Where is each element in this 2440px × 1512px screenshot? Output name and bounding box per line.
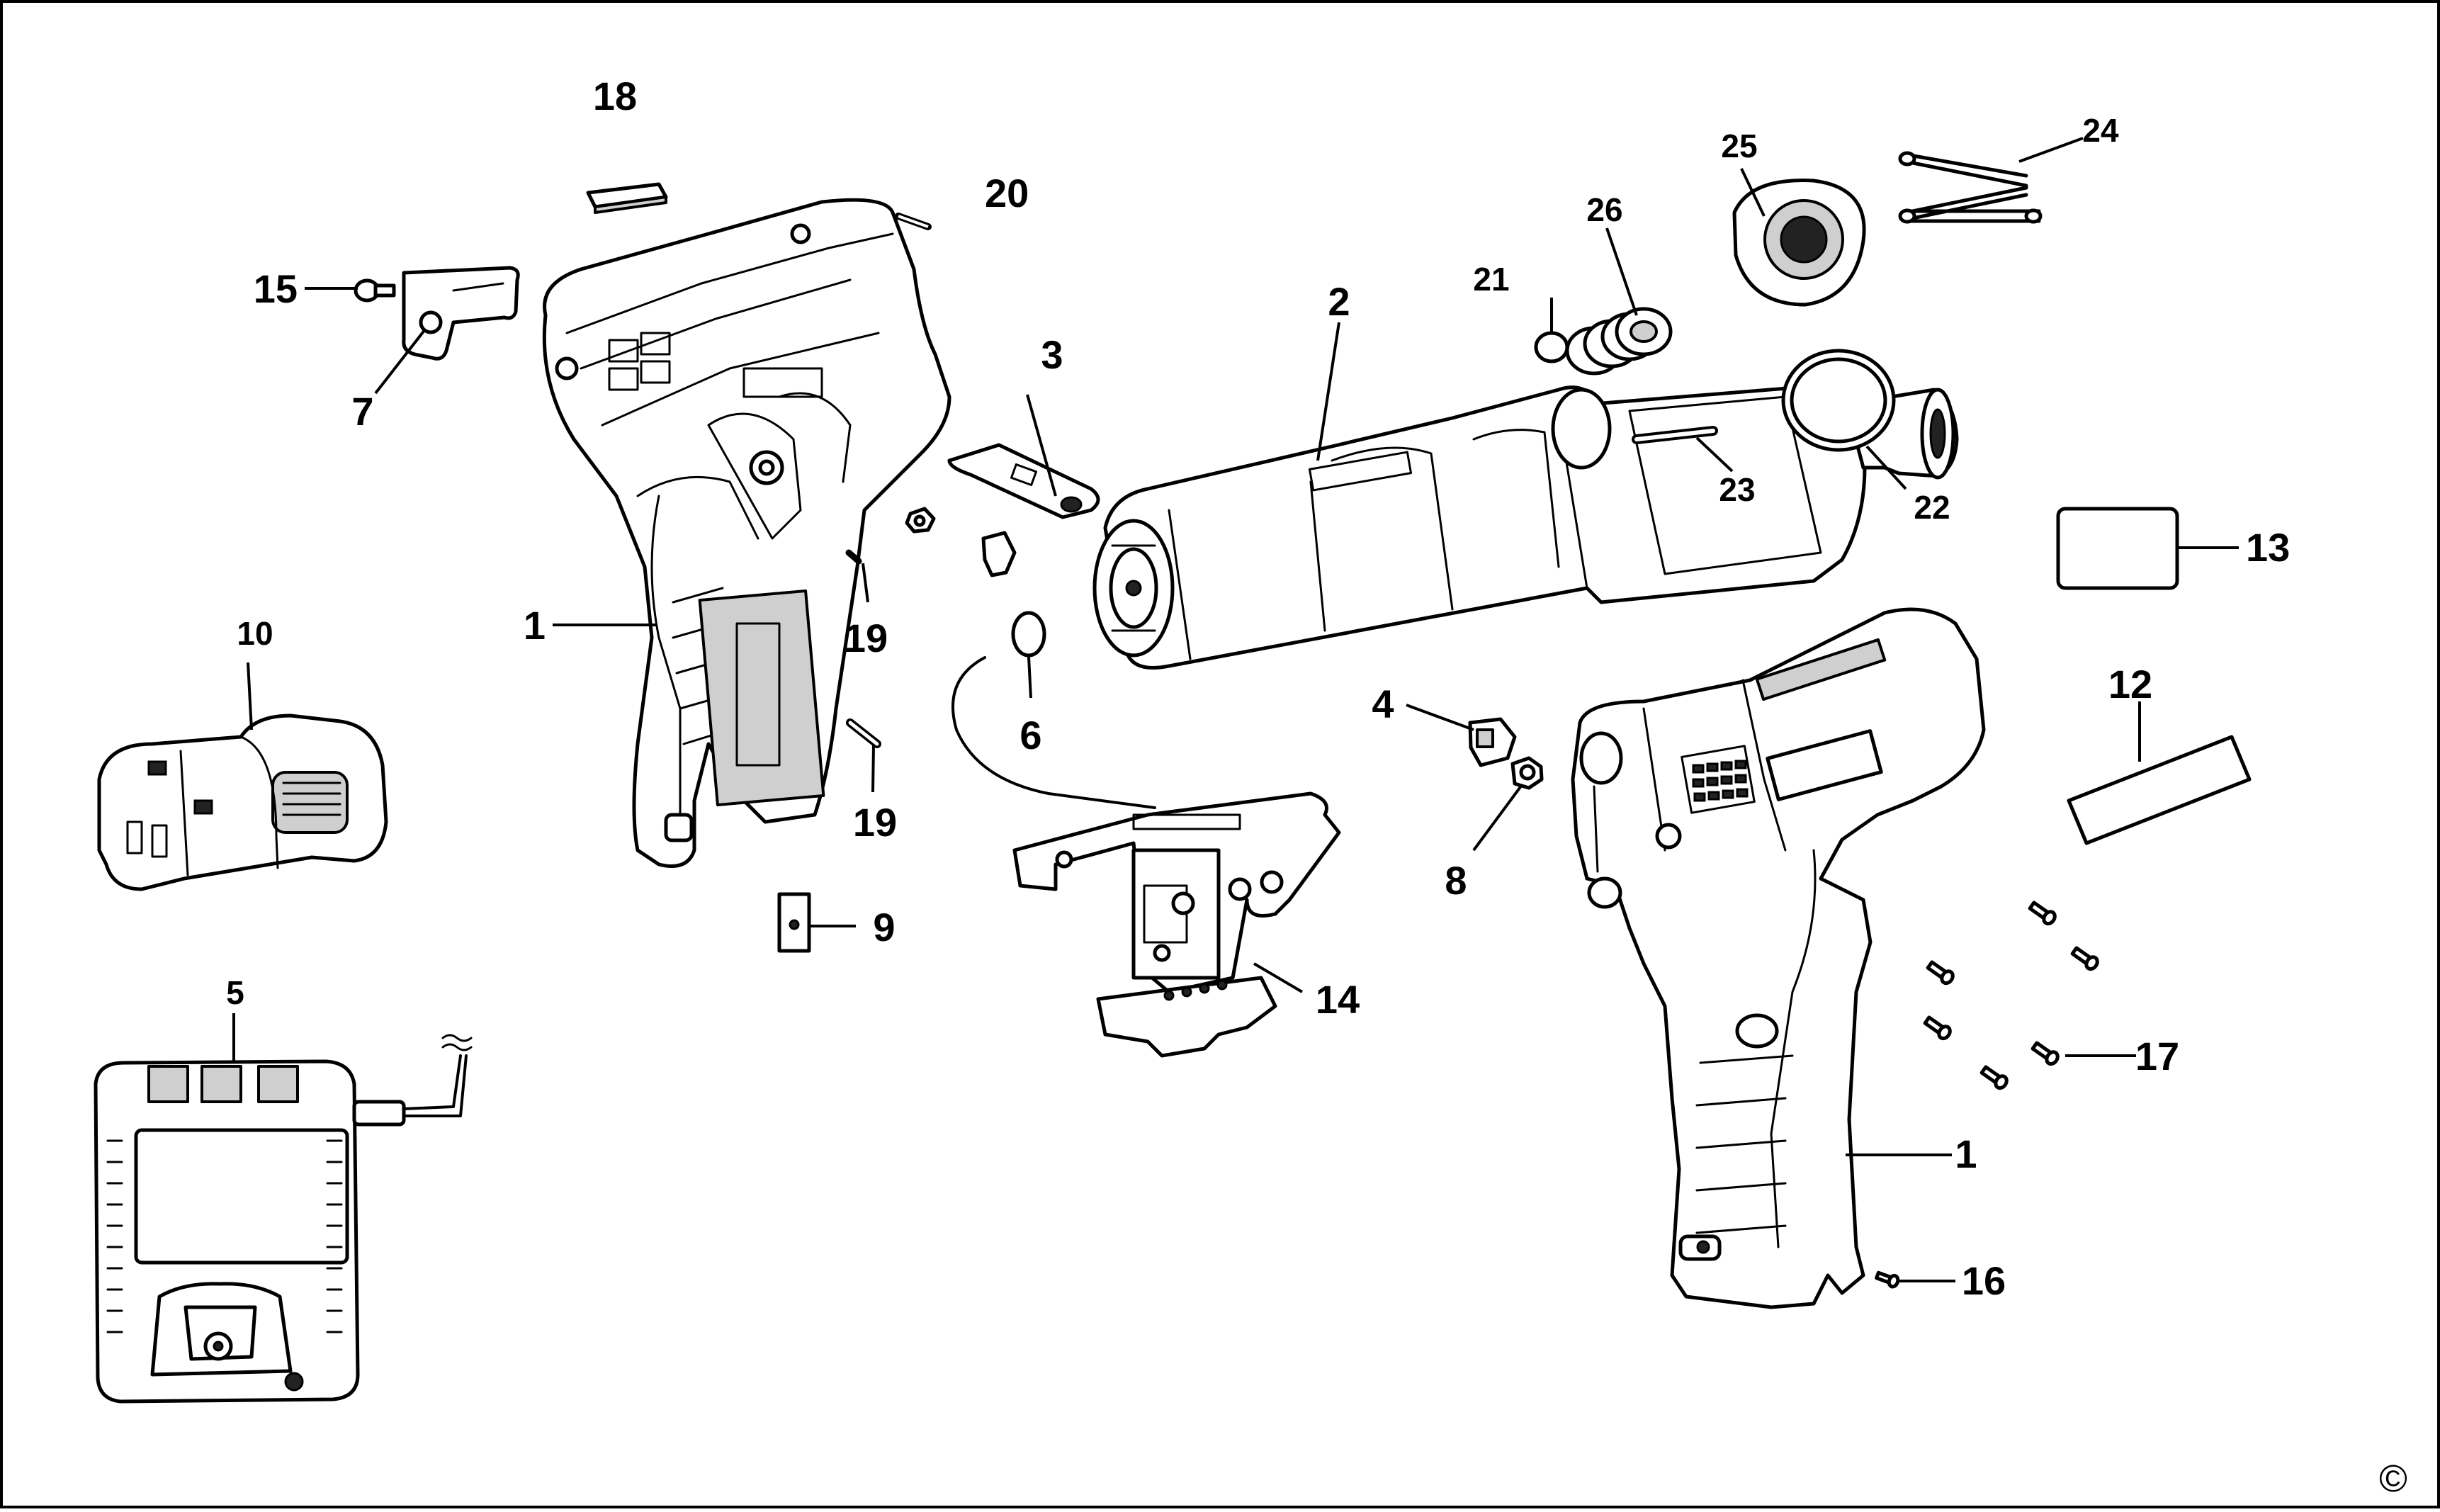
callout-2: 2 xyxy=(1328,279,1350,324)
callout-16: 16 xyxy=(1962,1258,2006,1303)
callout-9: 9 xyxy=(873,905,895,949)
callout-8: 8 xyxy=(1445,858,1467,903)
callout-1-right: 1 xyxy=(1955,1132,1977,1176)
part-7-belt-clip xyxy=(402,266,520,361)
part-25-collar xyxy=(1732,179,1866,307)
callout-7: 7 xyxy=(351,389,373,434)
part-trigger-lever xyxy=(981,531,1017,577)
part-16-screw xyxy=(1875,1270,1900,1289)
part-26-spring xyxy=(1565,307,1673,376)
part-nut-small xyxy=(905,507,936,534)
callout-20: 20 xyxy=(985,171,1029,215)
part-4-bracket xyxy=(1468,717,1517,767)
callout-6: 6 xyxy=(1020,713,1041,757)
callout-4: 4 xyxy=(1372,682,1394,726)
callout-3: 3 xyxy=(1041,332,1063,377)
part-2-motor-gearbox xyxy=(1092,384,1959,670)
part-14-switch-assembly xyxy=(951,656,1341,1058)
callout-labels: 18 20 15 7 3 2 21 26 25 24 23 22 13 1 19… xyxy=(226,74,2290,1303)
part-15-screw xyxy=(354,278,396,303)
part-22-o-ring xyxy=(1781,349,1896,452)
part-20-pin xyxy=(895,213,932,230)
part-9-contact-plate xyxy=(777,892,811,953)
callout-18: 18 xyxy=(593,74,637,118)
callout-13: 13 xyxy=(2246,525,2290,570)
part-19-pin-lower xyxy=(846,718,881,748)
callout-12: 12 xyxy=(2108,662,2152,706)
part-5-charger xyxy=(94,1034,473,1404)
part-18-badge xyxy=(586,182,668,214)
part-21-steel-ball xyxy=(1534,331,1569,363)
part-13-label xyxy=(2056,507,2179,590)
callout-22: 22 xyxy=(1914,489,1950,526)
callout-10: 10 xyxy=(237,615,273,652)
callout-26: 26 xyxy=(1586,191,1622,228)
leader-lines xyxy=(232,137,2239,1282)
callout-23: 23 xyxy=(1719,471,1755,508)
part-24-wire-clip xyxy=(1898,151,2043,224)
callout-14: 14 xyxy=(1316,977,1360,1022)
part-23-pin xyxy=(1632,426,1718,444)
callout-5: 5 xyxy=(226,974,244,1011)
callout-24: 24 xyxy=(2082,112,2119,149)
part-10-battery-pack xyxy=(97,713,388,891)
part-6-washer xyxy=(1011,611,1046,658)
callout-1-left: 1 xyxy=(524,603,546,648)
part-8-nut xyxy=(1510,756,1544,790)
callout-15: 15 xyxy=(254,266,298,311)
callout-17: 17 xyxy=(2135,1034,2179,1078)
part-19-pin-upper xyxy=(845,549,862,565)
part-1-assembled-tool xyxy=(1571,607,1986,1309)
part-17-screws xyxy=(1923,901,2099,1090)
callout-19-lower: 19 xyxy=(853,800,897,845)
copyright-mark: © xyxy=(2379,1457,2407,1500)
callout-21: 21 xyxy=(1473,261,1509,298)
callout-19-upper: 19 xyxy=(844,616,888,660)
callout-25: 25 xyxy=(1721,128,1757,164)
part-12-nameplate xyxy=(2067,735,2252,845)
part-3-forward-reverse-slider xyxy=(947,443,1100,519)
part-1-housing-left xyxy=(542,198,951,868)
